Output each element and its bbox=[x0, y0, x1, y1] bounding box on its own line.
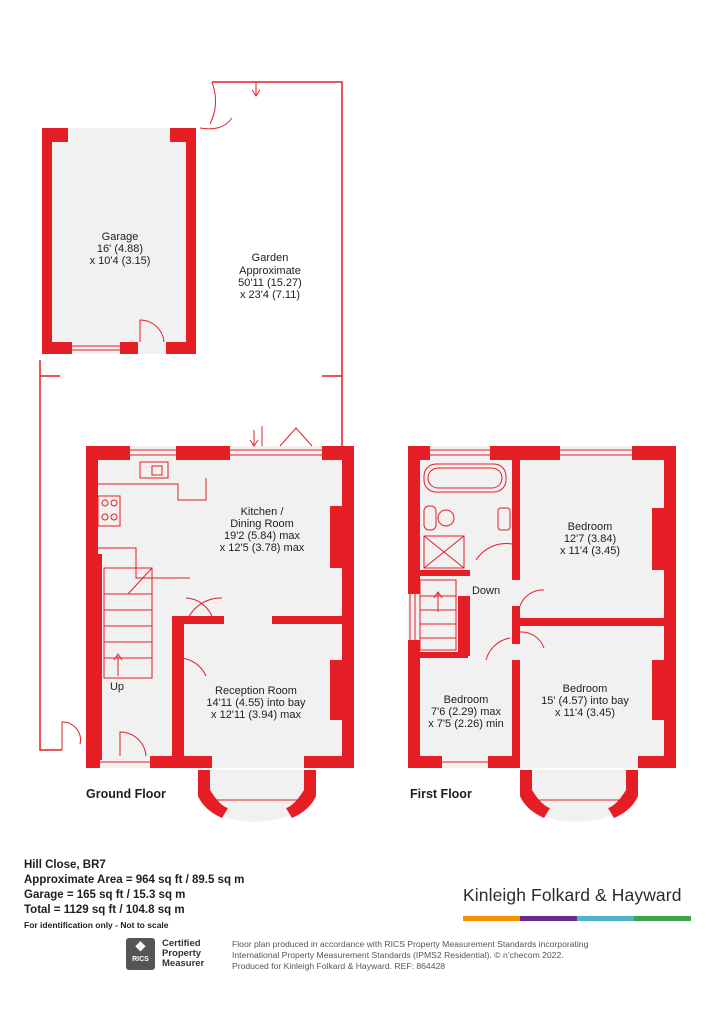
garden-gate bbox=[199, 81, 261, 130]
rics-text: Certified Property Measurer bbox=[162, 939, 204, 969]
bedroom1-dim2: x 11'4 (3.45) bbox=[560, 545, 620, 557]
scale-note: For identification only - Not to scale bbox=[24, 920, 169, 930]
address: Hill Close, BR7 bbox=[24, 859, 106, 871]
first-floor-area bbox=[408, 446, 676, 768]
brand-stripe-teal bbox=[577, 916, 634, 921]
kitchen-label: Kitchen / Dining Room 19'2 (5.84) max x … bbox=[220, 506, 305, 554]
rics-line2: Property bbox=[162, 948, 202, 959]
garden-dim2: x 23'4 (7.11) bbox=[240, 289, 300, 301]
brand-stripe-orange bbox=[463, 916, 520, 921]
garage-label: Garage 16' (4.88) x 10'4 (3.15) bbox=[90, 231, 151, 267]
bedroom1-label: Bedroom 12'7 (3.84) x 11'4 (3.45) bbox=[560, 521, 620, 557]
bedroom3-dim2: x 7'5 (2.26) min bbox=[428, 718, 503, 730]
ground-bay-walls bbox=[198, 770, 316, 818]
garage-floor bbox=[42, 128, 196, 354]
garden-approx: Approximate bbox=[239, 265, 301, 277]
kitchen-name: Kitchen / bbox=[241, 506, 285, 518]
ground-floor-area bbox=[86, 446, 354, 768]
property-info: Hill Close, BR7 Approximate Area = 964 s… bbox=[24, 858, 244, 933]
kitchen-name2: Dining Room bbox=[230, 518, 294, 530]
reception-name: Reception Room bbox=[215, 685, 297, 697]
garage-area: Garage = 165 sq ft / 15.3 sq m bbox=[24, 889, 186, 901]
bedroom2-label: Bedroom 15' (4.57) into bay x 11'4 (3.45… bbox=[541, 683, 629, 719]
total-area: Total = 1129 sq ft / 104.8 sq m bbox=[24, 904, 185, 916]
rics-line3: Measurer bbox=[162, 958, 205, 969]
ground-floor-fittings bbox=[61, 426, 322, 801]
rics-line1: Certified bbox=[162, 938, 201, 949]
stairs-down-label: Down bbox=[472, 585, 500, 597]
first-floor-title: First Floor bbox=[410, 787, 472, 801]
rics-badge: ❖ RICS bbox=[126, 938, 155, 970]
bedroom3-dim1: 7'6 (2.29) max bbox=[431, 706, 501, 718]
rics-badge-text: RICS bbox=[132, 956, 149, 963]
garden-name: Garden bbox=[252, 252, 289, 264]
reception-label: Reception Room 14'11 (4.55) into bay x 1… bbox=[206, 685, 306, 721]
ground-bay-floor bbox=[198, 770, 316, 822]
garden-dim1: 50'11 (15.27) bbox=[238, 277, 302, 289]
disclaimer-line1: Floor plan produced in accordance with R… bbox=[232, 939, 589, 949]
kitchen-dim2: x 12'5 (3.78) max bbox=[220, 542, 305, 554]
rics-emblem-icon: ❖ bbox=[134, 939, 147, 954]
disclaimer-line2: International Property Measurement Stand… bbox=[232, 950, 564, 960]
garden-label: Garden Approximate 50'11 (15.27) x 23'4 … bbox=[238, 252, 302, 301]
rics-certified-logo: ❖ RICS Certified Property Measurer bbox=[126, 938, 226, 970]
garage-name: Garage bbox=[102, 231, 139, 243]
bedroom1-dim1: 12'7 (3.84) bbox=[564, 533, 616, 545]
approximate-area: Approximate Area = 964 sq ft / 89.5 sq m bbox=[24, 874, 245, 886]
stairs-up-label: Up bbox=[110, 681, 124, 693]
reception-dim1: 14'11 (4.55) into bay bbox=[206, 697, 306, 709]
garage-dim2: x 10'4 (3.15) bbox=[90, 255, 151, 267]
kitchen-dim1: 19'2 (5.84) max bbox=[224, 530, 301, 542]
brand-stripe-purple bbox=[520, 916, 577, 921]
disclaimer-line3: Produced for Kinleigh Folkard & Hayward.… bbox=[232, 961, 446, 971]
garage-details bbox=[72, 319, 165, 351]
garden-outline bbox=[39, 81, 343, 751]
reception-dim2: x 12'11 (3.94) max bbox=[211, 709, 301, 721]
brand-name: Kinleigh Folkard & Hayward bbox=[463, 885, 682, 905]
ground-floor-title: Ground Floor bbox=[86, 787, 166, 801]
disclaimer: Floor plan produced in accordance with R… bbox=[232, 939, 592, 972]
ground-floor-walls bbox=[86, 446, 354, 768]
garage-walls bbox=[42, 128, 196, 354]
first-floor bbox=[408, 446, 676, 822]
bedroom1-name: Bedroom bbox=[568, 521, 613, 533]
bedroom3-label: Bedroom 7'6 (2.29) max x 7'5 (2.26) min bbox=[428, 694, 503, 730]
first-floor-walls bbox=[408, 446, 676, 768]
brand-stripe-green bbox=[634, 916, 691, 921]
ground-floor bbox=[61, 426, 354, 822]
bedroom2-dim1: 15' (4.57) into bay bbox=[541, 695, 629, 707]
bedroom2-dim2: x 11'4 (3.45) bbox=[555, 707, 615, 719]
first-floor-fittings bbox=[409, 449, 632, 801]
bedroom2-name: Bedroom bbox=[563, 683, 608, 695]
first-bay-floor bbox=[520, 770, 638, 822]
bedroom3-name: Bedroom bbox=[444, 694, 489, 706]
garage-dim1: 16' (4.88) bbox=[97, 243, 143, 255]
first-bay-walls bbox=[520, 770, 638, 818]
